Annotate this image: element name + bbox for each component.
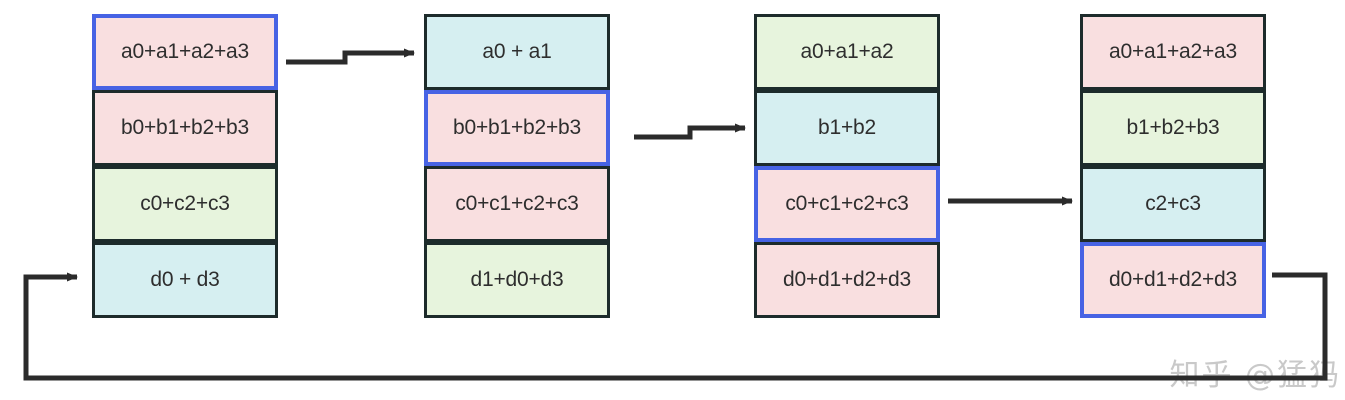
arrow-1-to-2 [286, 48, 415, 65]
arrow-2-to-3 [634, 123, 746, 140]
cell-step-3-row-1[interactable]: b1+b2 [754, 90, 940, 166]
cell-step-2-row-0[interactable]: a0 + a1 [424, 14, 610, 90]
cell-step-3-row-2[interactable]: c0+c1+c2+c3 [754, 166, 940, 242]
cell-step-1-row-3[interactable]: d0 + d3 [92, 242, 278, 318]
cell-step-2-row-2[interactable]: c0+c1+c2+c3 [424, 166, 610, 242]
cell-step-1-row-1[interactable]: b0+b1+b2+b3 [92, 90, 278, 166]
cell-step-2-row-3[interactable]: d1+d0+d3 [424, 242, 610, 318]
cell-step-4-row-2[interactable]: c2+c3 [1080, 166, 1266, 242]
cell-step-2-row-1[interactable]: b0+b1+b2+b3 [424, 90, 610, 166]
cell-step-1-row-2[interactable]: c0+c2+c3 [92, 166, 278, 242]
cell-step-4-row-1[interactable]: b1+b2+b3 [1080, 90, 1266, 166]
cell-step-3-row-0[interactable]: a0+a1+a2 [754, 14, 940, 90]
cell-step-4-row-3[interactable]: d0+d1+d2+d3 [1080, 242, 1266, 318]
cell-step-1-row-0[interactable]: a0+a1+a2+a3 [92, 14, 278, 90]
watermark: 知乎 @猛犸 [1169, 358, 1341, 393]
cell-step-4-row-0[interactable]: a0+a1+a2+a3 [1080, 14, 1266, 90]
cell-step-3-row-3[interactable]: d0+d1+d2+d3 [754, 242, 940, 318]
